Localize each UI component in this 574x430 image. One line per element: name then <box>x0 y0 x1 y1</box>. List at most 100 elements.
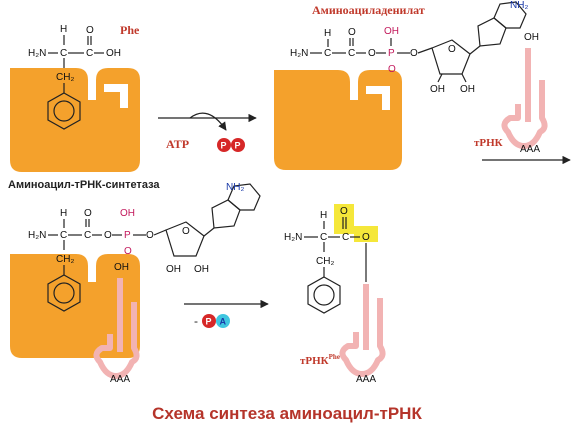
atom-o: O <box>368 48 376 59</box>
atom-c: C <box>60 230 67 241</box>
benzene-ring <box>307 276 341 314</box>
bond <box>153 229 167 236</box>
bond <box>417 47 433 54</box>
atom-o: O <box>84 208 92 219</box>
adenine-ring-6 <box>227 183 261 211</box>
atom-h2n: H₂N <box>284 232 302 243</box>
trna-phe-label: тРНКPhe <box>300 353 340 367</box>
aminoacyladenylate-label: Аминоациладенилат <box>312 3 425 17</box>
enzyme-shape-1 <box>10 68 140 172</box>
atom-oh: OH <box>194 264 209 275</box>
atom-o: O <box>388 64 396 75</box>
atom-c: C <box>320 232 327 243</box>
trna-label: тРНК <box>474 137 503 149</box>
badge-a-text: A <box>220 317 227 327</box>
atom-h: H <box>60 24 67 35</box>
atom-nh2: NH₂ <box>510 0 528 11</box>
atom-c: C <box>342 232 349 243</box>
atom-o: O <box>182 226 190 237</box>
phe-label: Phe <box>120 23 140 37</box>
atom-c: C <box>348 48 355 59</box>
trna-oh: OH <box>524 32 539 43</box>
enzyme-notch-2 <box>366 86 390 110</box>
atom-o: O <box>124 246 132 257</box>
pyrophosphate-badge-2 <box>231 138 245 152</box>
panel-aminoacyl-trna: H H₂N C C O O CH₂ AAA тРНКPhe <box>284 204 386 385</box>
badge-p-text: P <box>235 141 241 151</box>
atp-label: ATP <box>166 137 189 151</box>
atom-h: H <box>324 28 331 39</box>
synthetase-label: Аминоацил-тРНК-синтетаза <box>8 179 160 191</box>
adenine-ring-5 <box>477 17 507 47</box>
atom-c: C <box>84 230 91 241</box>
atom-oh: OH <box>120 208 135 219</box>
trna-phe-base: тРНК <box>300 355 329 367</box>
atom-h: H <box>60 208 67 219</box>
atom-oh: OH <box>460 84 475 95</box>
trna-shape-1 <box>501 48 548 149</box>
trna-anticodon-3: AAA <box>356 374 376 385</box>
adenine-ring-6 <box>493 1 527 29</box>
diagram-caption: Схема синтеза аминоацил-тРНК <box>152 404 422 423</box>
atom-o: O <box>410 48 418 59</box>
atom-c: C <box>324 48 331 59</box>
bond <box>469 45 481 55</box>
highlight-ester-o <box>354 226 378 242</box>
atom-ch2: CH₂ <box>56 72 74 83</box>
panel-phe-enzyme: H H₂N C C O OH Phe CH₂ <box>10 23 140 172</box>
atom-o: O <box>362 232 370 243</box>
atom-o: O <box>340 206 348 217</box>
panel-enzyme-complex: H H₂N C C O O P OH O O O OH OH NH₂ CH₂ O… <box>10 182 261 385</box>
atom-oh: OH <box>106 48 121 59</box>
trna-shape-2 <box>93 278 140 379</box>
benzene-ring <box>47 92 81 130</box>
atom-h2n: H₂N <box>290 48 308 59</box>
reaction-arrow-1: ATP P P <box>158 112 257 152</box>
bond <box>461 73 467 83</box>
atom-h2n: H₂N <box>28 230 46 241</box>
benzene-ring-inner <box>53 282 75 304</box>
trna-anticodon-2: AAA <box>110 374 130 385</box>
atom-o: O <box>348 27 356 38</box>
atom-p: P <box>124 230 131 241</box>
trna-shape-3 <box>339 284 386 377</box>
reaction-arrow-3: - P A <box>184 299 269 328</box>
badge-p-text: P <box>221 141 227 151</box>
atom-c: C <box>60 48 67 59</box>
arrow-curve <box>189 112 227 131</box>
enzyme-shape-2 <box>274 70 402 170</box>
enzyme-shape-3 <box>10 254 140 358</box>
benzene-ring <box>47 274 81 312</box>
atom-nh2: NH₂ <box>226 182 244 193</box>
atom-h2n: H₂N <box>28 48 46 59</box>
atom-ch2: CH₂ <box>56 254 74 265</box>
atom-oh: OH <box>430 84 445 95</box>
bond <box>203 227 215 237</box>
atom-oh: OH <box>166 264 181 275</box>
ribose-ring <box>431 39 471 75</box>
atom-o: O <box>448 44 456 55</box>
trna-anticodon-1: AAA <box>520 144 540 155</box>
atom-o: O <box>86 25 94 36</box>
phosphate-badge <box>202 314 216 328</box>
enzyme-notch-1 <box>104 84 128 108</box>
bond <box>437 73 443 83</box>
benzene-ring-inner <box>313 284 335 306</box>
atom-oh: OH <box>384 26 399 37</box>
atom-c: C <box>86 48 93 59</box>
adenine-ring-5 <box>211 199 241 229</box>
minus-sign: - <box>194 314 198 328</box>
adenine-badge <box>216 314 230 328</box>
badge-p-text: P <box>206 317 212 327</box>
pyrophosphate-badge-1 <box>217 138 231 152</box>
atom-o: O <box>104 230 112 241</box>
atom-p: P <box>388 48 395 59</box>
trna-phe-sup: Phe <box>329 353 340 361</box>
benzene-ring-inner <box>53 100 75 122</box>
trna-oh: OH <box>114 262 129 273</box>
atom-ch2: CH₂ <box>316 256 334 267</box>
atom-o: O <box>146 230 154 241</box>
ribose-ring <box>165 221 205 257</box>
highlight-carbonyl <box>334 204 354 234</box>
